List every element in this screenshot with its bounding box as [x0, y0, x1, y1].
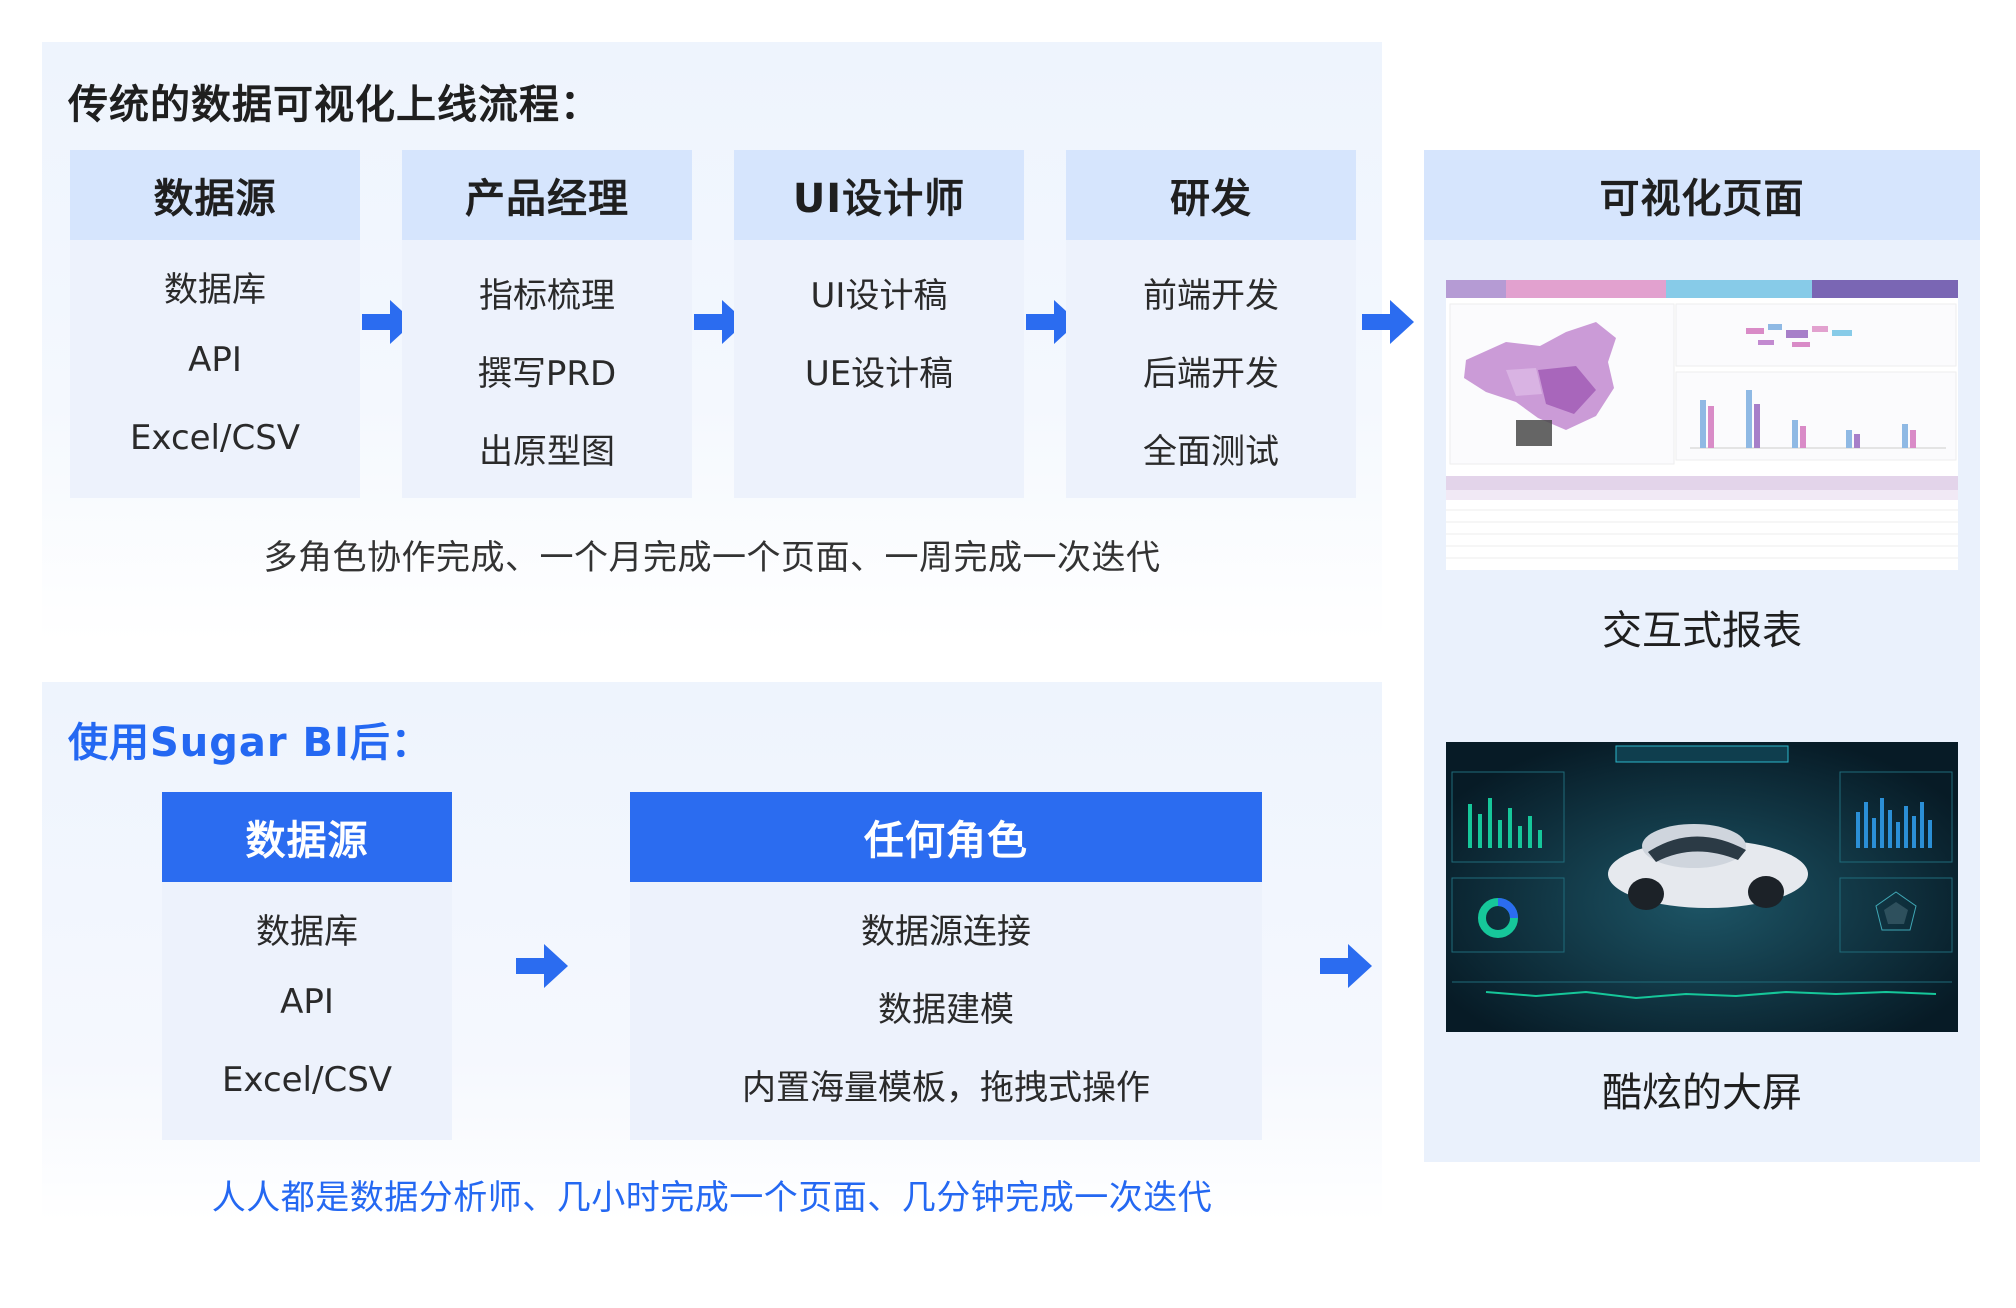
card-data-source: 数据源 数据库 API Excel/CSV	[162, 792, 452, 1140]
card-title: 产品经理	[402, 150, 692, 240]
card-item: API	[70, 340, 360, 380]
card-item: UE设计稿	[734, 346, 1024, 395]
card-item: 后端开发	[1066, 346, 1356, 395]
card-item: 前端开发	[1066, 268, 1356, 317]
dashboard-label: 酷炫的大屏	[1424, 1060, 1980, 1118]
card-item: 内置海量模板，拖拽式操作	[630, 1060, 1262, 1109]
dashboard-thumbnail	[1446, 742, 1958, 1032]
card-item: 数据库	[162, 904, 452, 953]
card-product-manager: 产品经理 指标梳理 撰写PRD 出原型图	[402, 150, 692, 498]
sugar-title: 使用Sugar BI后：	[68, 710, 432, 768]
card-item: 数据建模	[630, 982, 1262, 1031]
dashboard-thumbnail-graphic	[1446, 742, 1958, 1032]
sugar-caption: 人人都是数据分析师、几小时完成一个页面、几分钟完成一次迭代	[42, 1170, 1382, 1219]
card-item: API	[162, 982, 452, 1022]
report-thumbnail-graphic	[1446, 280, 1958, 570]
card-title: UI设计师	[734, 150, 1024, 240]
card-title: 任何角色	[630, 792, 1262, 882]
arrow-right-icon	[514, 942, 570, 990]
traditional-title: 传统的数据可视化上线流程：	[68, 72, 601, 130]
panel-title: 可视化页面	[1424, 150, 1980, 240]
report-thumbnail	[1446, 280, 1958, 570]
card-data-source: 数据源 数据库 API Excel/CSV	[70, 150, 360, 498]
card-rd: 研发 前端开发 后端开发 全面测试	[1066, 150, 1356, 498]
card-any-role: 任何角色 数据源连接 数据建模 内置海量模板，拖拽式操作	[630, 792, 1262, 1140]
card-item: Excel/CSV	[162, 1060, 452, 1100]
card-item: 全面测试	[1066, 424, 1356, 473]
card-item: UI设计稿	[734, 268, 1024, 317]
visualization-page-panel: 可视化页面	[1424, 150, 1980, 1162]
arrow-right-icon	[1360, 298, 1416, 346]
card-item: 数据库	[70, 262, 360, 311]
card-item: Excel/CSV	[70, 418, 360, 458]
card-title: 数据源	[162, 792, 452, 882]
card-item: 撰写PRD	[402, 346, 692, 395]
card-title: 数据源	[70, 150, 360, 240]
card-ui-designer: UI设计师 UI设计稿 UE设计稿	[734, 150, 1024, 498]
traditional-process-section: 传统的数据可视化上线流程： 数据源 数据库 API Excel/CSV 产品经理…	[42, 42, 1382, 642]
traditional-caption: 多角色协作完成、一个月完成一个页面、一周完成一次迭代	[42, 530, 1382, 579]
arrow-right-icon	[1318, 942, 1374, 990]
card-item: 数据源连接	[630, 904, 1262, 953]
card-item: 出原型图	[402, 424, 692, 473]
card-title: 研发	[1066, 150, 1356, 240]
sugar-bi-section: 使用Sugar BI后： 数据源 数据库 API Excel/CSV 任何角色 …	[42, 682, 1382, 1222]
report-label: 交互式报表	[1424, 598, 1980, 656]
card-item: 指标梳理	[402, 268, 692, 317]
